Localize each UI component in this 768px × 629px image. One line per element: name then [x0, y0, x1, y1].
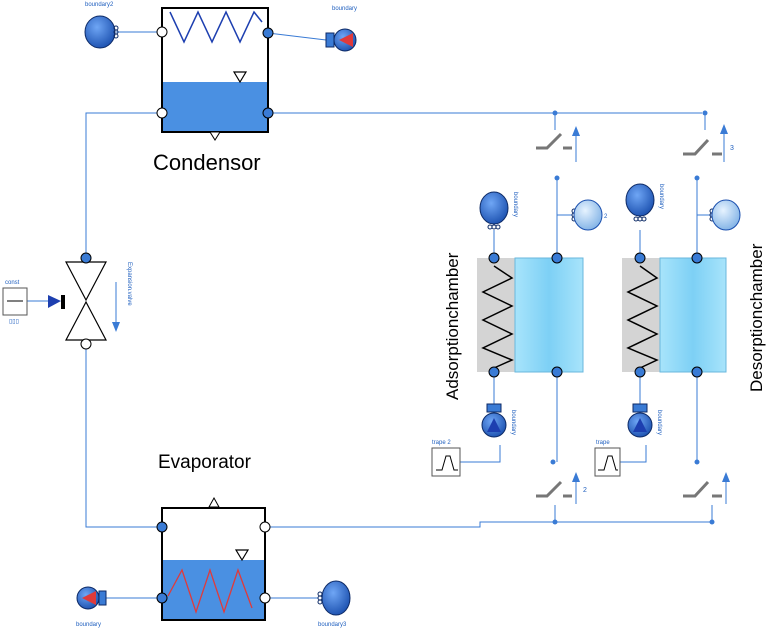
switch-bottom-left-index: 2: [583, 487, 587, 494]
des-pump-label: boundary: [656, 410, 662, 435]
trape-right-label: trape: [596, 440, 610, 446]
ads-vessel-label: 2: [604, 214, 608, 220]
evaporator-label: Evaporator: [158, 452, 252, 473]
switch-top-right-index: 3: [730, 145, 734, 152]
const-label: const: [5, 280, 20, 286]
ads-boundary-label: boundary: [512, 192, 518, 217]
boundary2-component[interactable]: boundary2: [84, 2, 119, 49]
boundary2-label: boundary2: [85, 2, 114, 8]
expansion-valve[interactable]: Expansion.valve: [48, 252, 132, 350]
pump-boundary-top[interactable]: boundary: [325, 6, 357, 52]
adsorption-label: Adsorptionchamber: [443, 252, 462, 400]
switch-bottom-right[interactable]: [683, 459, 730, 525]
pump-boundary-bottom[interactable]: boundary: [76, 586, 107, 628]
boundary3-label: boundary3: [318, 622, 347, 628]
ads-pump-label: boundary: [510, 410, 516, 435]
condensor-block[interactable]: Condensor: [153, 7, 274, 175]
connection-lines: [27, 31, 713, 599]
expansion-valve-label: Expansion.valve: [126, 262, 132, 306]
boundary3-component[interactable]: boundary3: [317, 580, 351, 628]
desorption-chamber[interactable]: boundary boundary trape Desorptionchambe…: [594, 183, 766, 477]
trape-left-label: trape 2: [432, 440, 451, 446]
adsorption-chamber[interactable]: Adsorptionchamber boundary 2 boundary tr…: [431, 191, 608, 477]
switch-top-right[interactable]: 3: [683, 110, 734, 163]
switch-bottom-left[interactable]: 2: [536, 459, 587, 525]
des-boundary-label: boundary: [658, 184, 664, 209]
const-value-placeholder: ▯▯▯: [9, 319, 19, 325]
const-block[interactable]: const ▯▯▯: [2, 280, 28, 325]
pump-bottom-label: boundary: [76, 622, 101, 628]
condensor-label: Condensor: [153, 150, 261, 175]
evaporator-block[interactable]: Evaporator: [156, 452, 271, 621]
desorption-label: Desorptionchamber: [747, 243, 766, 392]
switch-top-left[interactable]: [536, 110, 580, 163]
pump-top-label: boundary: [332, 6, 357, 12]
